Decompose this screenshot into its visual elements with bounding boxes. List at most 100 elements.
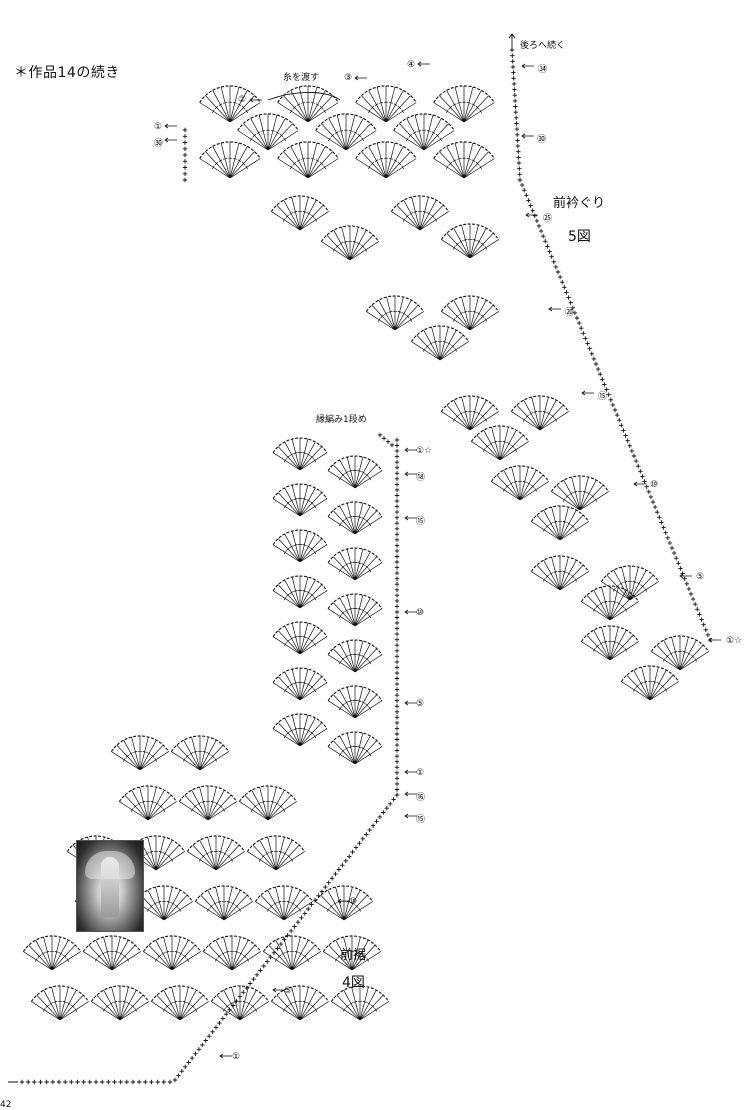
chain-arc: [327, 547, 383, 563]
row-marker: ⑩: [349, 897, 358, 907]
row-marker: ⑯: [416, 793, 426, 803]
chain-arc: [620, 665, 680, 682]
edge-stitches: [19, 1079, 173, 1085]
shell-stitch: [211, 986, 269, 1021]
shell-stitch: [651, 636, 709, 671]
sweater-photo-icon: [76, 840, 144, 932]
shell-stitch: [393, 114, 455, 151]
chain-arc: [238, 785, 298, 802]
shell-stitch: [187, 836, 245, 871]
left-marker: ③: [344, 73, 353, 83]
chain-arc: [272, 575, 328, 591]
row-arrow: [404, 515, 417, 521]
chain-arc: [186, 835, 246, 852]
chain-arc: [390, 195, 450, 212]
shell-stitch: [143, 936, 201, 971]
figure5-chart: [164, 33, 721, 701]
chain-arc: [600, 565, 660, 582]
figure4-number: 4図: [342, 975, 365, 991]
chain-arc: [530, 555, 590, 572]
chain-arc: [327, 593, 383, 609]
chain-arc: [490, 465, 550, 482]
shell-stitch: [581, 586, 639, 621]
row-arrow: [679, 573, 692, 579]
chain-arc: [365, 295, 425, 312]
shell-stitch: [151, 986, 209, 1021]
chain-arc: [199, 141, 261, 159]
chain-arc: [134, 885, 194, 902]
shell-stitch: [179, 786, 237, 821]
shell-stitch: [366, 296, 424, 331]
shell-stitch: [171, 736, 229, 771]
left-marker: ㉚: [154, 139, 164, 149]
row-arrow: [354, 75, 367, 81]
shell-stitch: [327, 686, 383, 719]
chain-arc: [272, 529, 328, 545]
row-marker: ①: [232, 1052, 241, 1062]
left-marker: ②: [238, 95, 247, 105]
chain-arc: [272, 667, 328, 683]
chain-arc: [327, 455, 383, 471]
row-arrow: [581, 390, 594, 396]
chain-arc: [580, 625, 640, 642]
chain-arc: [433, 85, 495, 103]
row-arrow: [417, 61, 430, 67]
shell-stitch: [199, 142, 261, 179]
chain-arc: [90, 985, 150, 1002]
shell-stitch: [272, 622, 328, 655]
chain-arc: [410, 325, 470, 342]
shell-stitch: [271, 986, 329, 1021]
shell-stitch: [272, 438, 328, 471]
shell-stitch: [551, 476, 609, 511]
row-arrow: [521, 63, 534, 69]
shell-stitch: [327, 640, 383, 673]
shell-stitch: [83, 936, 141, 971]
chain-arc: [30, 985, 90, 1002]
edge-stitches: [509, 47, 523, 183]
shell-stitch: [91, 986, 149, 1021]
chain-arc: [272, 621, 328, 637]
shell-stitch: [441, 396, 499, 431]
shell-stitch: [321, 226, 379, 261]
shell-stitch: [272, 668, 328, 701]
chain-arc: [270, 195, 330, 212]
continue-arrow: [508, 33, 516, 50]
page-number: 42: [0, 1100, 12, 1110]
chain-arc: [440, 223, 500, 240]
chain-arc: [237, 113, 299, 131]
continue-note: 後ろへ続く: [520, 41, 566, 51]
row-arrow: [337, 898, 350, 904]
row-arrow: [404, 471, 417, 477]
left-marker: ④: [407, 60, 416, 70]
figure5-name: 前衿ぐり: [553, 196, 606, 211]
chain-arc: [327, 685, 383, 701]
row-marker: ⑮: [598, 392, 608, 402]
row-marker: ⑤: [696, 572, 705, 582]
chain-arc: [440, 295, 500, 312]
shell-stitch: [531, 556, 589, 591]
shell-stitch: [433, 86, 495, 123]
row-arrow: [249, 97, 262, 103]
row-marker: ⑮: [416, 517, 426, 527]
shell-stitch: [239, 786, 297, 821]
chain-arc: [22, 935, 82, 952]
chain-arc: [272, 437, 328, 453]
row-arrow: [404, 609, 417, 615]
shell-stitch: [31, 986, 89, 1021]
shell-stitch: [195, 886, 253, 921]
row-marker: ⑩: [650, 480, 659, 490]
chain-arc: [126, 835, 186, 852]
shell-stitch: [111, 736, 169, 771]
chain-arc: [650, 635, 710, 652]
edge-stitches: [517, 177, 713, 643]
shell-stitch: [511, 396, 569, 431]
chain-arc: [320, 225, 380, 242]
row-arrow: [164, 123, 177, 129]
shell-stitch: [203, 936, 261, 971]
shell-stitch: [581, 626, 639, 661]
thread-curve: [267, 91, 341, 101]
row-arrow: [548, 306, 561, 312]
chain-arc: [530, 505, 590, 522]
